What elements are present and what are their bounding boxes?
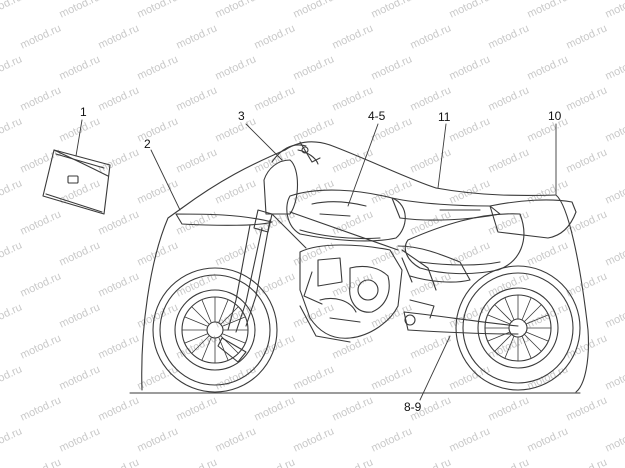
callout-1: 1	[80, 105, 87, 119]
callout-3: 3	[238, 109, 245, 123]
callout-2: 2	[144, 137, 151, 151]
callout-8-9: 8-9	[404, 400, 422, 414]
leader-lines	[75, 119, 557, 401]
callout-4-5: 4-5	[368, 109, 386, 123]
frame	[271, 211, 437, 343]
callout-10: 10	[548, 109, 562, 123]
engine	[299, 244, 403, 339]
exhaust	[397, 245, 471, 283]
callout-11: 11	[438, 110, 451, 124]
front-wheel	[152, 267, 278, 393]
tail-section	[404, 199, 577, 275]
cover-outline	[141, 141, 589, 393]
handlebar-area	[263, 141, 321, 215]
swingarm	[403, 299, 519, 335]
fuel-tank	[286, 189, 406, 242]
front-fork	[175, 209, 273, 333]
rear-wheel	[455, 265, 581, 391]
storage-bag	[42, 149, 111, 215]
